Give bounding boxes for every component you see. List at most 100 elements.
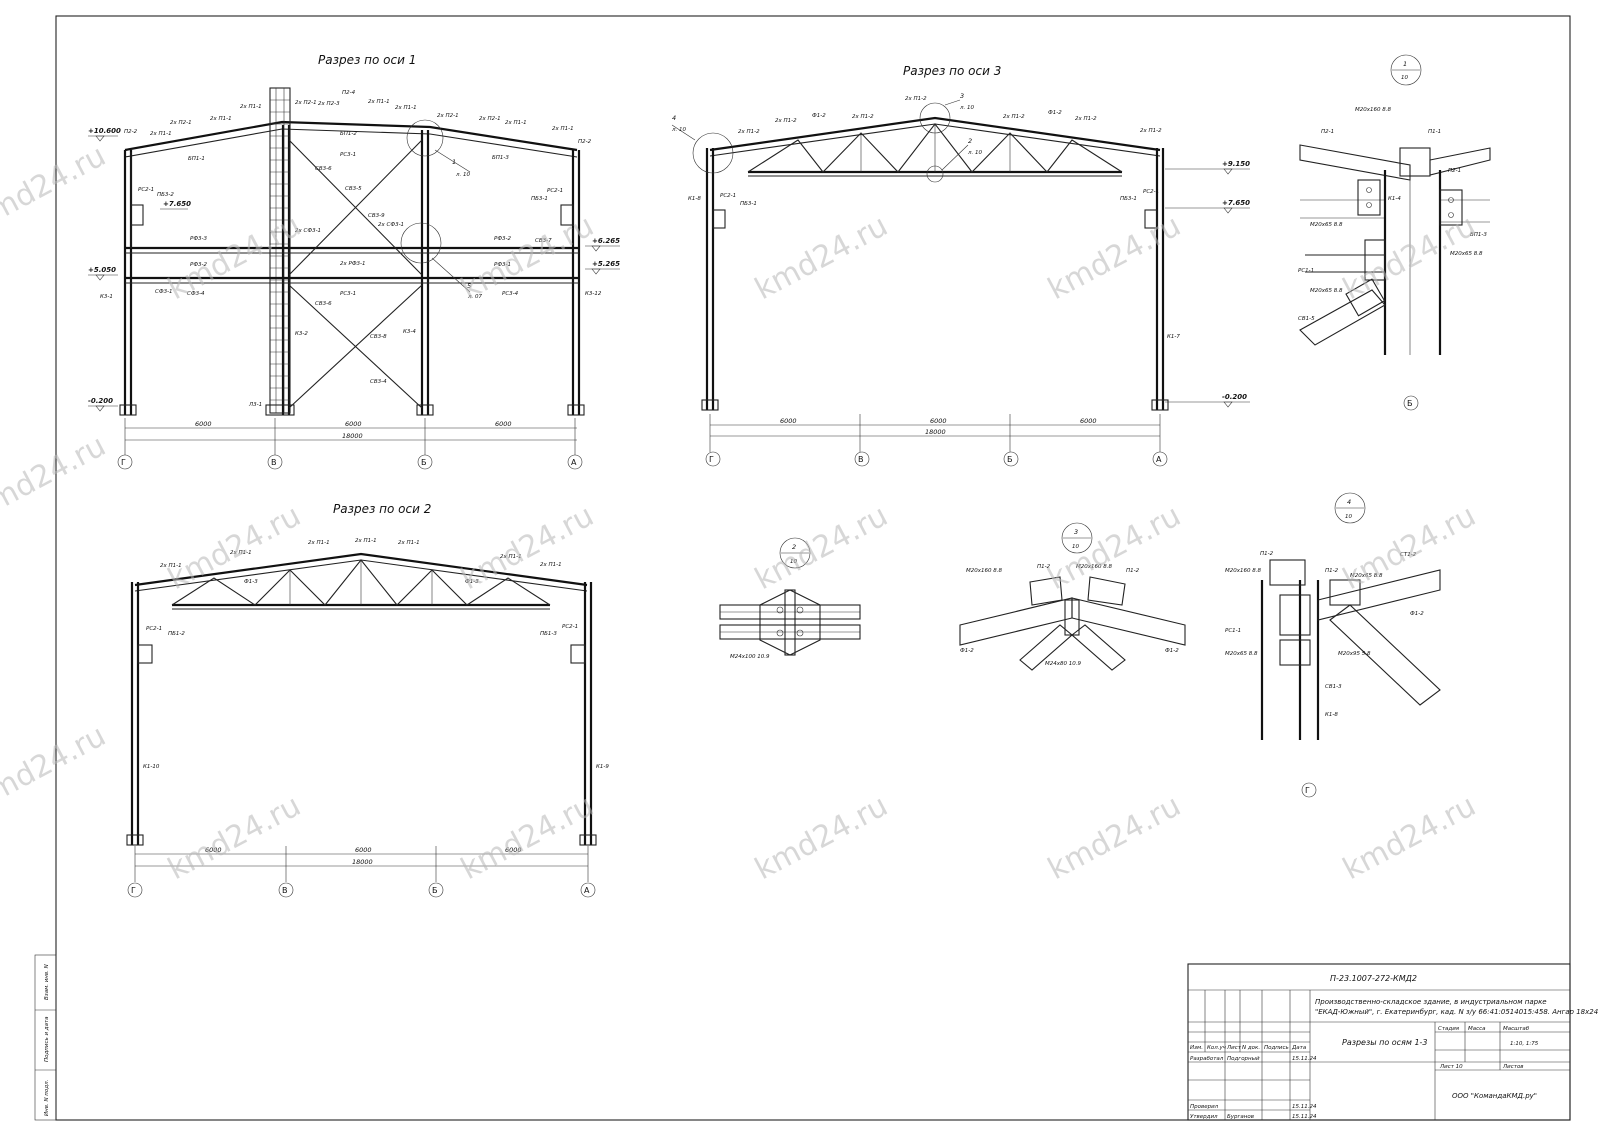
- svg-text:П2-2: П2-2: [578, 139, 592, 145]
- svg-text:К3-2: К3-2: [295, 331, 308, 337]
- svg-text:+7.650: +7.650: [1222, 199, 1250, 207]
- sec1-ref-5-sheet: л. 07: [467, 294, 483, 300]
- svg-text:kmd24.ru: kmd24.ru: [455, 498, 599, 597]
- svg-text:К1-9: К1-9: [596, 764, 609, 770]
- svg-text:15.11.24: 15.11.24: [1292, 1056, 1317, 1062]
- sec3-ref-2: 2: [968, 137, 972, 145]
- svg-text:РС1-1: РС1-1: [1298, 268, 1314, 274]
- node-2-bolt: М24х100 10.9: [730, 654, 770, 660]
- svg-text:kmd24.ru: kmd24.ru: [749, 498, 893, 597]
- sec2-member-labels: 2х П1-1 2х П1-1 Ф1-3 2х П1-1 2х П1-1 2х …: [143, 538, 609, 770]
- sec1-ref-1: 1: [452, 158, 456, 166]
- svg-text:СВ3-6: СВ3-6: [315, 166, 332, 172]
- tb-code: П-23.1007-272-КМД2: [1330, 974, 1417, 983]
- sec3-dimensions: 6000 6000 6000 18000: [709, 414, 1161, 452]
- svg-text:2х П1-1: 2х П1-1: [505, 120, 527, 126]
- svg-text:Б: Б: [1007, 455, 1013, 464]
- svg-text:Б: Б: [1407, 399, 1413, 408]
- svg-text:СФ3-1: СФ3-1: [155, 289, 173, 295]
- svg-text:М20х65 8.8: М20х65 8.8: [1450, 251, 1483, 257]
- svg-text:П1-2: П1-2: [1260, 551, 1274, 557]
- svg-text:СВ1-5: СВ1-5: [1298, 316, 1315, 322]
- svg-text:М20х65 8.8: М20х65 8.8: [1310, 288, 1343, 294]
- svg-text:kmd24.ru: kmd24.ru: [162, 498, 306, 597]
- svg-text:Разработал: Разработал: [1190, 1056, 1224, 1062]
- svg-text:N док.: N док.: [1242, 1045, 1260, 1051]
- svg-text:+7.650: +7.650: [163, 200, 191, 208]
- svg-text:10: 10: [1072, 544, 1079, 550]
- svg-text:+9.150: +9.150: [1222, 160, 1250, 168]
- svg-text:kmd24.ru: kmd24.ru: [1337, 498, 1481, 597]
- sec3-member-labels: 2х П1-2 2х П1-2 Ф1-2 2х П1-2 2х П1-2 2х …: [688, 96, 1180, 340]
- svg-text:СВ1-3: СВ1-3: [1325, 684, 1342, 690]
- svg-text:18000: 18000: [352, 858, 373, 866]
- svg-text:М20х160 8.8: М20х160 8.8: [1225, 568, 1261, 574]
- svg-text:Подпись: Подпись: [1264, 1045, 1289, 1051]
- svg-text:kmd24.ru: kmd24.ru: [749, 208, 893, 307]
- svg-text:К1-10: К1-10: [143, 764, 160, 770]
- svg-text:2х П1-1: 2х П1-1: [230, 550, 252, 556]
- side-stamp: [34, 954, 57, 1121]
- svg-text:П1-2: П1-2: [1037, 564, 1051, 570]
- section-axis-1: Разрез по оси 1: [88, 53, 620, 470]
- side-stamp-1: Взам. инв. N: [44, 964, 50, 1000]
- svg-text:М20х160 8.8: М20х160 8.8: [966, 568, 1002, 574]
- svg-text:П2-4: П2-4: [342, 90, 356, 96]
- svg-text:ПБ1-2: ПБ1-2: [168, 631, 185, 637]
- sec1-dimensions: 6000 6000 6000 18000: [124, 418, 577, 455]
- sec1-ref-5: 5: [467, 282, 471, 290]
- svg-text:РС3-1: РС3-1: [340, 291, 356, 297]
- svg-text:М24х80 10.9: М24х80 10.9: [1045, 661, 1081, 667]
- svg-text:П2-2: П2-2: [124, 129, 138, 135]
- svg-text:2х П1-2: 2х П1-2: [1140, 128, 1162, 134]
- svg-text:Г: Г: [131, 886, 136, 895]
- svg-text:kmd24.ru: kmd24.ru: [1042, 788, 1186, 887]
- svg-text:ПБ3-1: ПБ3-1: [740, 201, 757, 207]
- svg-text:А: А: [571, 458, 577, 467]
- svg-text:СФ3-4: СФ3-4: [187, 291, 205, 297]
- svg-text:2х П1-1: 2х П1-1: [552, 126, 574, 132]
- svg-text:2х П1-1: 2х П1-1: [540, 562, 562, 568]
- svg-text:1:10, 1:75: 1:10, 1:75: [1510, 1041, 1539, 1047]
- svg-text:К3-1: К3-1: [100, 294, 113, 300]
- node-3-labels: М20х160 8.8 П1-2 М20х160 8.8 П1-2 Ф1-2 Ф…: [960, 564, 1179, 667]
- svg-text:Г: Г: [121, 458, 126, 467]
- svg-text:РФ3-1: РФ3-1: [494, 262, 511, 268]
- node-2-detail: 2 10 М24х100 10.9: [719, 537, 861, 660]
- svg-text:2х П2-1: 2х П2-1: [170, 120, 192, 126]
- svg-text:2х П1-1: 2х П1-1: [395, 105, 417, 111]
- svg-text:К3-12: К3-12: [585, 291, 602, 297]
- svg-text:В: В: [858, 455, 864, 464]
- svg-text:6000: 6000: [930, 417, 947, 425]
- svg-text:+5.265: +5.265: [592, 260, 620, 268]
- svg-text:П2-1: П2-1: [1321, 129, 1334, 135]
- svg-text:2х П2-1: 2х П2-1: [437, 113, 459, 119]
- svg-text:6000: 6000: [205, 846, 222, 854]
- svg-text:М20х65 8.8: М20х65 8.8: [1310, 222, 1343, 228]
- svg-text:РС1-1: РС1-1: [1225, 628, 1241, 634]
- tb-object-2: "ЕКАД-Южный", г. Екатеринбург, кад. N з/…: [1315, 1008, 1598, 1016]
- svg-text:РС2-1: РС2-1: [138, 187, 154, 193]
- svg-text:Ф1-2: Ф1-2: [1048, 110, 1062, 116]
- svg-text:Ф1-3: Ф1-3: [244, 579, 258, 585]
- svg-text:2: 2: [792, 543, 796, 551]
- svg-text:2х СФ3-1: 2х СФ3-1: [378, 222, 404, 228]
- svg-text:6000: 6000: [195, 420, 212, 428]
- svg-text:П1-2: П1-2: [1126, 568, 1140, 574]
- svg-text:Ф1-2: Ф1-2: [1410, 611, 1424, 617]
- svg-text:РС2-1: РС2-1: [562, 624, 578, 630]
- section-3-title: Разрез по оси 3: [903, 64, 1001, 78]
- section-2-title: Разрез по оси 2: [333, 502, 431, 516]
- section-axis-2: Разрез по оси 2 2х П1-1 2х П1-1 Ф1-3 2х …: [126, 502, 609, 898]
- svg-text:-0.200: -0.200: [88, 397, 113, 405]
- svg-text:ПБ3-1: ПБ3-1: [531, 196, 548, 202]
- node-4-labels: П1-2 М20х160 8.8 П1-2 М20х65 8.8 СТ1-2 Ф…: [1225, 551, 1424, 798]
- svg-text:К1-7: К1-7: [1167, 334, 1180, 340]
- svg-text:ПБ3-1: ПБ3-1: [1120, 196, 1137, 202]
- svg-text:БП1-3: БП1-3: [1470, 232, 1487, 238]
- svg-text:РС2-1: РС2-1: [146, 626, 162, 632]
- sec1-ref-1-sheet: л. 10: [455, 172, 471, 178]
- sheet-frame: [55, 15, 1571, 1121]
- watermarks: kmd24.ru kmd24.ru kmd24.ru kmd24.ru kmd2…: [0, 138, 1482, 887]
